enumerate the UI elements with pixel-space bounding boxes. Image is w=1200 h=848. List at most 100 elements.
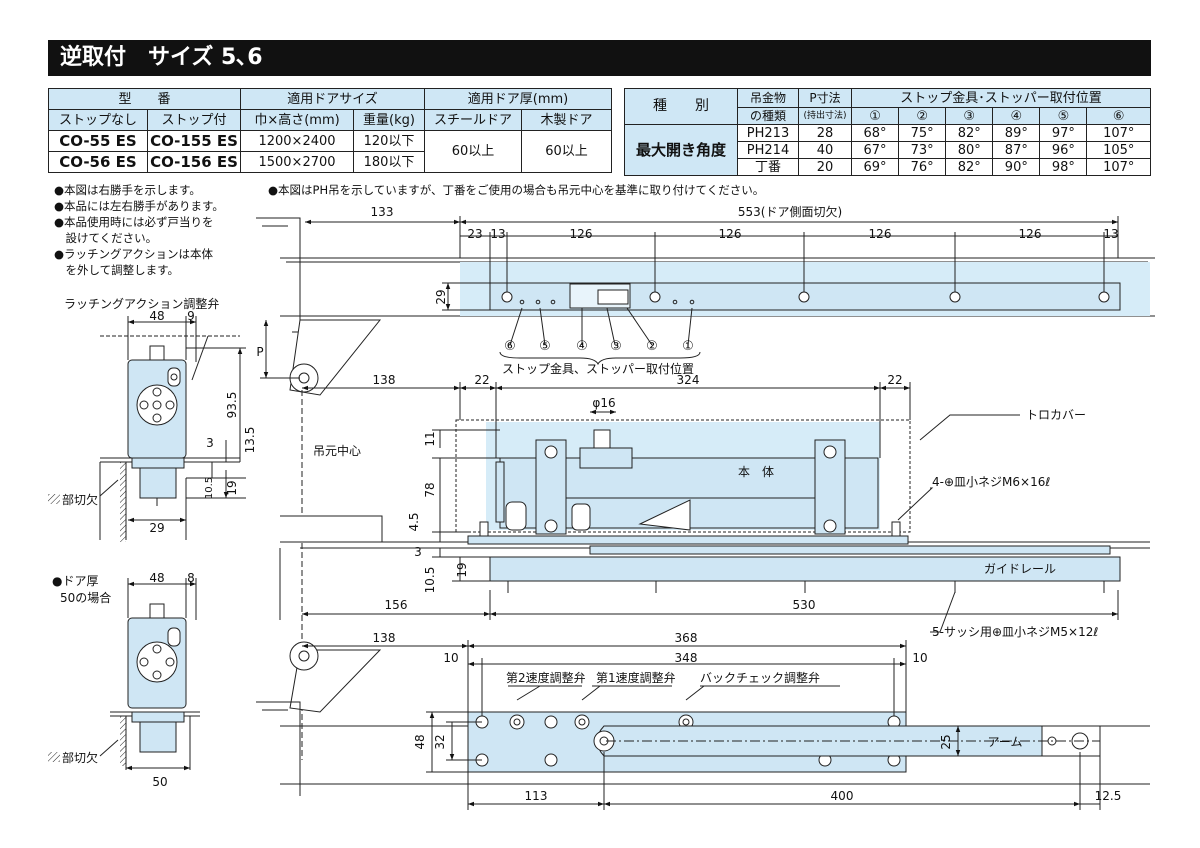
dim-label: 29 (434, 289, 448, 304)
angle-cell: 90° (992, 158, 1041, 176)
header-door-thickness: 適用ドア厚(mm) (424, 88, 612, 110)
model-stop: CO-156 ES (147, 151, 241, 173)
header-weight: 重量(kg) (353, 109, 425, 131)
dim-label: 10.5 (423, 567, 437, 594)
angle-cell: 97° (1039, 124, 1088, 142)
dim-label: 400 (831, 789, 854, 803)
dim-label: 13 (490, 227, 505, 241)
page-title: 逆取付 サイズ 5､6 (48, 40, 1151, 76)
dim-label: 13 (1103, 227, 1118, 241)
circled-number: ① (682, 339, 694, 354)
p-value: 40 (798, 141, 852, 159)
wood-thickness: 60以上 (521, 130, 612, 173)
dim-label: 48 (149, 309, 164, 323)
dim-label: 29 (149, 521, 164, 535)
dim-label: 113 (525, 789, 548, 803)
header-wood: 木製ドア (521, 109, 612, 131)
dim-label: 126 (570, 227, 593, 241)
spindle (593, 429, 611, 449)
door-size: 1500×2700 (240, 151, 354, 173)
angle-cell: 105° (1086, 141, 1151, 159)
tray-cover-label: トロカバー (1026, 408, 1086, 422)
door-weight: 180以下 (353, 151, 425, 173)
dim-label: 10 (443, 651, 458, 665)
speed1-label: 第1速度調整弁 (596, 670, 676, 685)
angle-cell: 96° (1039, 141, 1088, 159)
circled-number: ④ (576, 339, 588, 354)
stop-positions-label: ストップ金具、ストッパー取付位置 (502, 361, 694, 376)
angle-cell: 69° (850, 158, 900, 176)
dim-label: 32 (433, 734, 447, 749)
header-without-stop: ストップなし (48, 109, 148, 131)
dim-label: 9 (187, 309, 195, 323)
angle-cell: 107° (1086, 158, 1151, 176)
dim-label: 48 (413, 734, 427, 749)
door50-label: ●ドア厚 (52, 574, 98, 588)
dim-label: 12.5 (1095, 789, 1122, 803)
header-p-sub: (持出寸法) (798, 107, 852, 125)
position-header: ① (850, 107, 900, 125)
header-stop-positions: ストップ金具･ストッパー取付位置 (851, 88, 1151, 108)
dim-label: 530 (793, 598, 816, 612)
dim-label: 10 (912, 651, 927, 665)
dim-label: 138 (373, 631, 396, 645)
angle-cell: 68° (850, 124, 900, 142)
dim-label: φ16 (592, 396, 615, 410)
note-line: ●本品には左右勝手があります。 (54, 199, 224, 213)
screw-m5-label: 5-サッシ用⊕皿小ネジM5×12ℓ (932, 625, 1098, 639)
frame-outline (256, 217, 301, 333)
dim-label: 348 (675, 651, 698, 665)
spindle-head (579, 447, 633, 469)
door50-label: 50の場合 (60, 590, 111, 605)
position-header: ⑥ (1086, 107, 1151, 125)
rail-screws (507, 581, 1105, 593)
circled-number: ⑥ (504, 339, 516, 354)
hinge-type: 丁番 (737, 158, 799, 176)
latching-valve-label: ラッチングアクション調整弁 (64, 296, 219, 311)
angle-cell: 67° (850, 141, 900, 159)
position-header: ③ (945, 107, 994, 125)
dim-label: 133 (371, 205, 394, 219)
stopper-block (597, 289, 629, 305)
p-label: P (256, 345, 263, 359)
hinge-pivot (298, 372, 310, 384)
angle-cell: 82° (945, 158, 994, 176)
stop-holes (501, 291, 1110, 303)
header-with-stop: ストップ付 (147, 109, 241, 131)
cutout-label: 部切欠 (62, 750, 98, 765)
row-label-max-angle: 最大開き角度 (624, 124, 738, 176)
header-door-size: 適用ドアサイズ (240, 88, 425, 110)
backcheck-label: バックチェック調整弁 (700, 670, 820, 685)
closer-end (495, 461, 505, 523)
header-steel: スチールドア (424, 109, 522, 131)
circled-number: ② (646, 339, 658, 354)
body-label: 本 体 (738, 465, 774, 479)
dim-label: 48 (149, 571, 164, 585)
opening-angle-table: 種 別 吊金物 P寸法 ストップ金具･ストッパー取付位置 の種類 (持出寸法) … (624, 88, 1151, 176)
note-line: を外して調整します。 (54, 263, 180, 277)
dim-label: 10.5 (204, 477, 215, 499)
dim-label: 138 (373, 373, 396, 387)
model-spec-table: 型 番 適用ドアサイズ 適用ドア厚(mm) ストップなし ストップ付 巾×高さ(… (48, 88, 612, 173)
note-line: ●本品使用時には必ず戸当りを (54, 215, 214, 229)
hinge-type: PH214 (737, 141, 799, 159)
note-line: ●ラッチングアクションは本体 (54, 247, 213, 261)
main-note: ●本図はPH吊を示していますが、丁番をご使用の場合も吊元中心を基準に取り付けてく… (268, 183, 765, 197)
dim-label: 19 (455, 562, 469, 577)
dim-label: 22 (474, 373, 489, 387)
dim-label: 25 (939, 734, 953, 749)
dim-label: 126 (1019, 227, 1042, 241)
speed2-label: 第2速度調整弁 (506, 670, 586, 685)
angle-cell: 107° (1086, 124, 1151, 142)
dim-label: 4.5 (407, 512, 421, 531)
angle-cell: 82° (945, 124, 994, 142)
p-value: 20 (798, 158, 852, 176)
dim-label: 3 (414, 545, 422, 559)
circled-number: ③ (610, 339, 622, 354)
dim-label: 19 (225, 480, 239, 495)
dim-label: 368 (675, 631, 698, 645)
dim-label: 50 (152, 775, 167, 789)
arm-bar (589, 545, 1111, 555)
dim-label: 23 (467, 227, 482, 241)
